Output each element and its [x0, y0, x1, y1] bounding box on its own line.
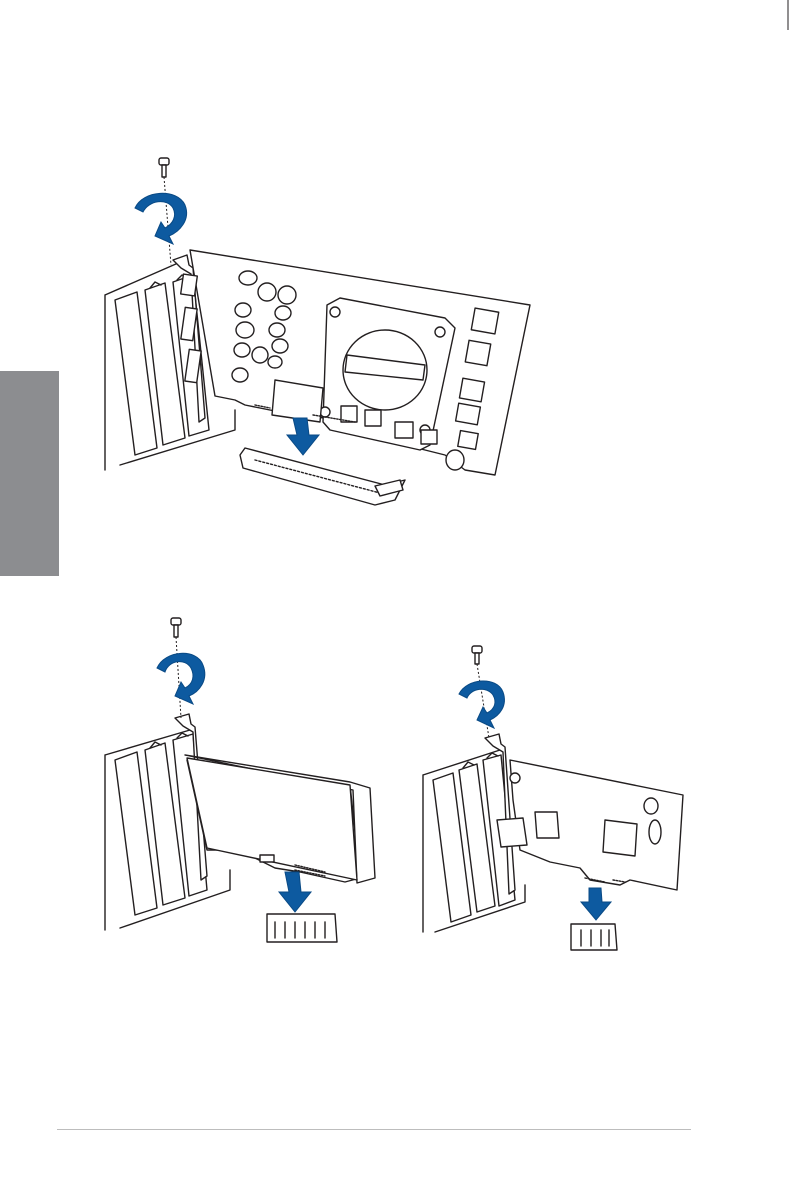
rotate-arrow-icon	[135, 193, 187, 244]
footer-rule	[57, 1129, 691, 1130]
graphics-card-install-illustration	[95, 150, 545, 520]
pcie-x1-slot	[571, 924, 617, 950]
screw-icon	[472, 646, 482, 664]
screw-icon	[159, 158, 169, 177]
down-arrow-icon	[279, 872, 311, 912]
down-arrow-icon	[287, 418, 319, 455]
pcie-slot	[267, 914, 337, 942]
rotate-arrow-icon	[459, 681, 504, 728]
pcie-x16-slot	[240, 448, 405, 505]
screw-icon	[171, 618, 181, 637]
chapter-side-tab	[0, 371, 59, 576]
crop-mark	[782, 0, 794, 30]
rotate-arrow-icon	[157, 653, 205, 704]
ssd-card-install-illustration	[95, 610, 395, 960]
expansion-card-install-illustration	[415, 640, 705, 960]
down-arrow-icon	[581, 888, 611, 920]
